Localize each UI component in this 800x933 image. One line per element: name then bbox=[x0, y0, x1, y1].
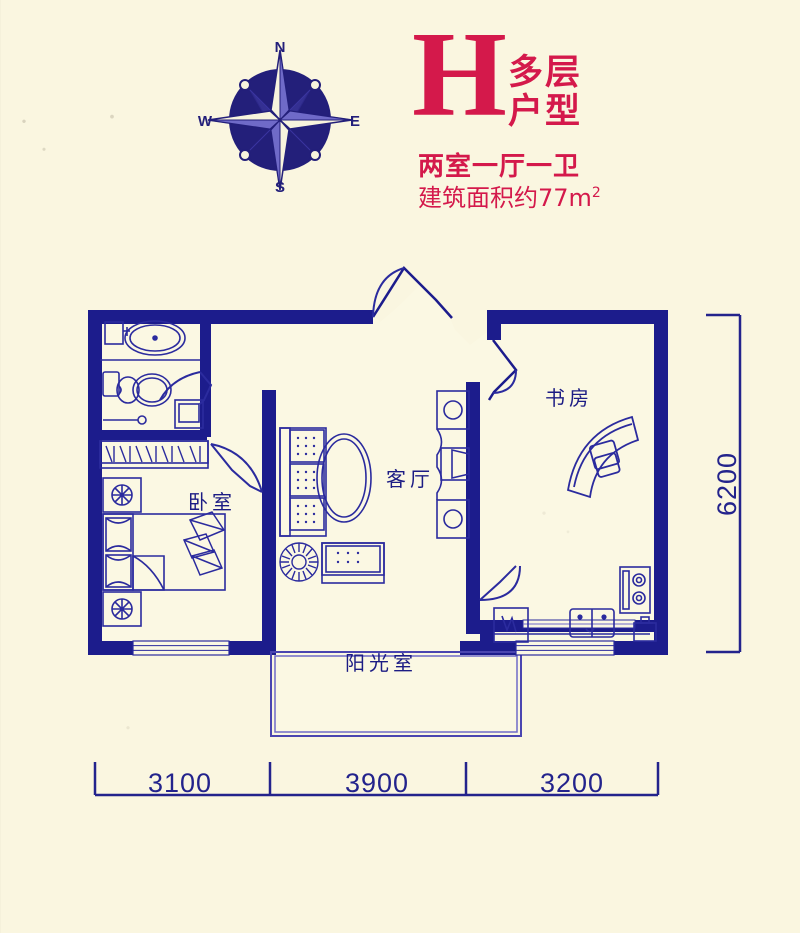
wardrobe bbox=[99, 440, 263, 493]
toilet-icon bbox=[102, 371, 140, 404]
washing-machine-icon bbox=[174, 399, 204, 429]
bedroom-chairs bbox=[182, 511, 226, 576]
dimension-label-6200: 6200 bbox=[712, 451, 742, 516]
area-value: 建筑面积约77m bbox=[418, 184, 592, 212]
compass-west-label: W bbox=[198, 113, 213, 130]
kitchen-appliance-icon bbox=[633, 616, 657, 642]
title-block: H 多层 户型 两室一厅一卫 建筑面积约77m2 bbox=[412, 14, 742, 213]
area-superscript: 2 bbox=[591, 185, 601, 201]
living-room-furniture bbox=[279, 390, 470, 584]
layout-summary: 两室一厅一卫 bbox=[418, 152, 581, 182]
bed-icon bbox=[102, 513, 226, 591]
sink-double-icon bbox=[569, 608, 615, 638]
window-kitchen bbox=[515, 640, 615, 656]
kitchen-vent-icon bbox=[493, 607, 529, 643]
dimension-label-3900: 3900 bbox=[345, 768, 410, 798]
tv-cabinet-icon bbox=[436, 390, 470, 539]
interior-walls bbox=[95, 317, 660, 652]
kitchen-fixtures bbox=[493, 566, 657, 643]
entry-door-swings bbox=[372, 267, 517, 394]
dimension-lines bbox=[93, 313, 742, 797]
compass-north-label: N bbox=[275, 39, 286, 56]
window-study bbox=[522, 619, 636, 629]
nightstand-top bbox=[102, 477, 142, 513]
building-type-line1: 多层 bbox=[508, 53, 583, 93]
bedroom-furniture bbox=[102, 477, 226, 627]
compass-south-label: S bbox=[275, 179, 285, 196]
dimension-label-3200: 3200 bbox=[540, 768, 605, 798]
dimension-label-3100: 3100 bbox=[148, 768, 213, 798]
water-heater-icon bbox=[104, 321, 124, 345]
room-label-bedroom: 卧室 bbox=[188, 490, 236, 514]
compass-rose-graphic: N S W E bbox=[198, 39, 360, 196]
plan-letter: H bbox=[412, 7, 507, 142]
kitchen-door bbox=[479, 565, 521, 601]
towel-rail-icon bbox=[103, 415, 147, 425]
bathroom-fixtures bbox=[100, 320, 213, 429]
entry-alcove-outline bbox=[371, 266, 518, 401]
plant-icon bbox=[279, 542, 319, 582]
windows bbox=[132, 619, 636, 656]
sunroom-outline bbox=[270, 651, 522, 737]
room-label-study: 书房 bbox=[545, 386, 593, 410]
room-label-living-room: 客厅 bbox=[386, 467, 434, 491]
compass-east-label: E bbox=[350, 113, 360, 130]
stove-icon bbox=[619, 566, 651, 614]
compass-rose: N S W E bbox=[196, 36, 364, 196]
coffee-table-icon bbox=[316, 433, 372, 523]
window-bedroom bbox=[132, 640, 230, 656]
area-summary: 建筑面积约77m2 bbox=[418, 178, 601, 213]
bathtub-icon bbox=[124, 320, 186, 356]
room-label-sunroom: 阳光室 bbox=[345, 651, 417, 675]
desk-chair-icon bbox=[588, 439, 621, 478]
nightstand-bottom bbox=[102, 591, 142, 627]
building-type: 多层 户型 bbox=[508, 53, 583, 133]
sofa-icon bbox=[279, 427, 327, 537]
study-furniture bbox=[566, 415, 640, 499]
building-type-line2: 户型 bbox=[508, 92, 583, 133]
armchair-icon bbox=[321, 542, 385, 584]
